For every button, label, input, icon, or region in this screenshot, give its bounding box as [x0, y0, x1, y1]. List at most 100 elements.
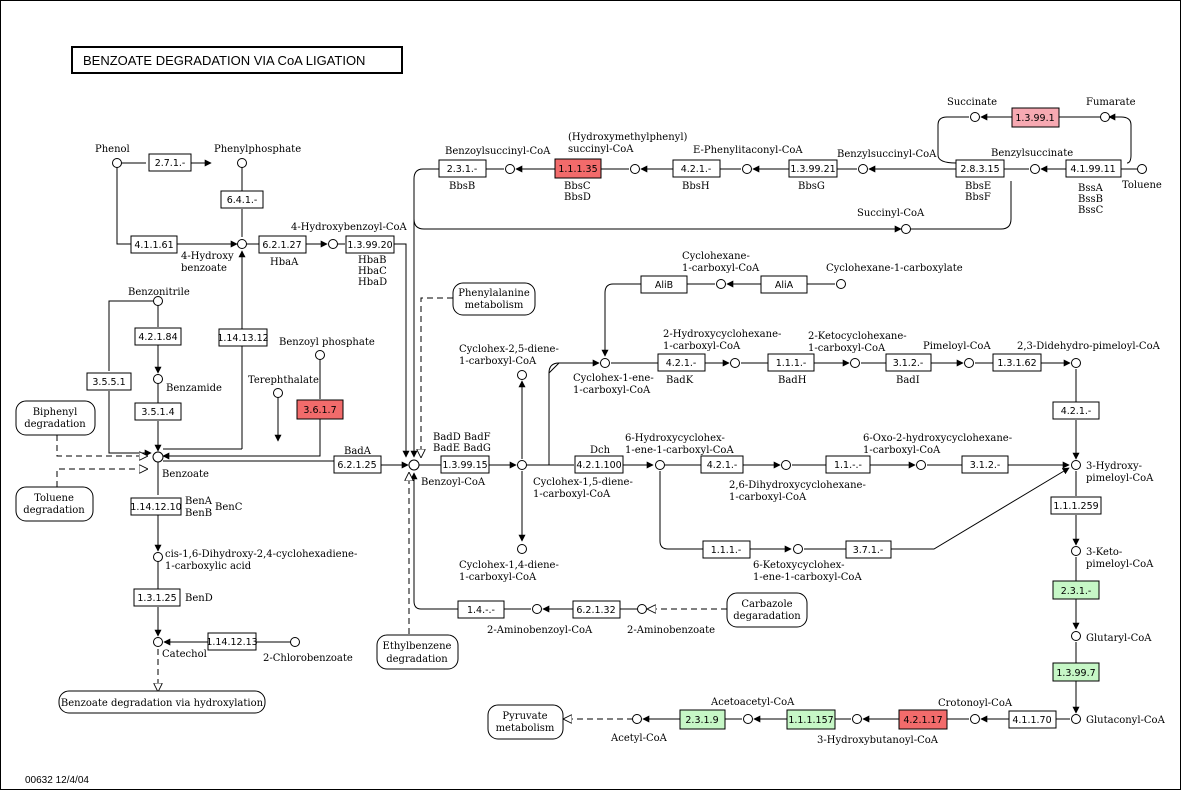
compound-node[interactable]: [532, 604, 542, 614]
compound-node[interactable]: [781, 460, 791, 470]
compound-node[interactable]: [1137, 164, 1147, 174]
compound-node[interactable]: [152, 451, 164, 463]
compound-node[interactable]: [408, 459, 420, 471]
compound-node[interactable]: [632, 714, 642, 724]
compound-node[interactable]: [970, 112, 980, 122]
compound-node[interactable]: [600, 358, 610, 368]
compound-node[interactable]: [153, 296, 163, 306]
enzyme-box[interactable]: 4.2.1.17: [898, 709, 948, 730]
compound-node[interactable]: [742, 164, 752, 174]
enzyme-box[interactable]: 2.7.1.-: [148, 153, 192, 172]
enzyme-box[interactable]: 2.8.3.15: [955, 159, 1005, 178]
enzyme-box[interactable]: 4.2.1.-: [657, 353, 706, 372]
enzyme-box[interactable]: 6.2.1.32: [572, 600, 621, 619]
enzyme-box[interactable]: 1.3.1.25: [133, 588, 181, 607]
compound-node[interactable]: [1071, 358, 1081, 368]
compound-node[interactable]: [858, 164, 868, 174]
compound-node[interactable]: [237, 158, 247, 168]
compound-node[interactable]: [630, 164, 640, 174]
enzyme-box[interactable]: 4.1.1.61: [130, 235, 178, 254]
compound-node[interactable]: [153, 552, 163, 562]
svg-text:metabolism: metabolism: [465, 300, 524, 311]
enzyme-box[interactable]: AliA: [760, 275, 808, 294]
enzyme-box[interactable]: 1.14.13.12: [217, 328, 269, 347]
enzyme-box[interactable]: 2.3.1.-: [1052, 580, 1100, 600]
compound-node[interactable]: [290, 637, 300, 647]
compound-node[interactable]: [328, 239, 338, 249]
enzyme-box[interactable]: 1.14.12.10: [130, 497, 182, 516]
enzyme-box[interactable]: 2.3.1.9: [679, 709, 726, 730]
svg-text:6-Ketoxycyclohex-: 6-Ketoxycyclohex-: [753, 560, 844, 571]
svg-text:1.3.99.21: 1.3.99.21: [790, 164, 835, 175]
enzyme-box[interactable]: 6.2.1.27: [258, 235, 307, 254]
compound-node[interactable]: [730, 358, 740, 368]
enzyme-box[interactable]: 1.1.1.35: [554, 158, 602, 179]
compound-node[interactable]: [517, 370, 527, 380]
enzyme-box[interactable]: 3.5.5.1: [86, 372, 132, 391]
map-link-phenylalanine[interactable]: Phenylalanine metabolism: [452, 282, 536, 316]
map-link-hydroxylation[interactable]: Benzoate degradation via hydroxylation: [58, 690, 266, 714]
enzyme-box[interactable]: 3.7.1.-: [845, 540, 892, 559]
compound-node[interactable]: [836, 279, 846, 289]
compound-node[interactable]: [237, 239, 247, 249]
map-link-biphenyl[interactable]: Biphenyl degradation: [15, 400, 96, 436]
enzyme-box[interactable]: 1.3.99.15: [440, 455, 490, 474]
compound-node[interactable]: [916, 460, 926, 470]
map-link-toluene[interactable]: Toluene degradation: [15, 486, 94, 522]
compound-node[interactable]: [315, 350, 325, 360]
compound-node[interactable]: [637, 604, 647, 614]
compound-node[interactable]: [505, 164, 515, 174]
enzyme-box[interactable]: 1.1.1.259: [1050, 496, 1102, 515]
compound-node[interactable]: [517, 460, 527, 470]
enzyme-box[interactable]: 6.2.1.25: [333, 455, 382, 474]
enzyme-box[interactable]: 1.4.-.-: [457, 600, 505, 619]
enzyme-box[interactable]: 6.4.1.-: [220, 190, 264, 209]
enzyme-box[interactable]: 4.2.1.-: [1052, 401, 1100, 420]
enzyme-box[interactable]: 4.2.1.-: [672, 159, 721, 178]
map-link-pyruvate[interactable]: Pyruvate metabolism: [487, 704, 564, 740]
enzyme-box[interactable]: 1.14.12.13: [206, 632, 258, 651]
enzyme-box[interactable]: 1.1.1.-: [767, 353, 815, 372]
enzyme-box[interactable]: AliB: [640, 275, 688, 294]
compound-node[interactable]: [743, 714, 753, 724]
enzyme-box[interactable]: 1.3.99.21: [788, 159, 838, 178]
enzyme-box[interactable]: 3.1.2.-: [961, 455, 1009, 474]
enzyme-box[interactable]: 4.2.1.-: [700, 455, 744, 474]
enzyme-box[interactable]: 1.3.99.7: [1052, 662, 1100, 682]
enzyme-box[interactable]: 3.6.1.7: [296, 399, 344, 420]
compound-node[interactable]: [517, 544, 527, 554]
compound-node[interactable]: [852, 714, 862, 724]
compound-node[interactable]: [1071, 631, 1081, 641]
compound-node[interactable]: [655, 460, 665, 470]
enzyme-box[interactable]: 4.2.1.100: [574, 455, 624, 474]
compound-node[interactable]: [793, 544, 803, 554]
enzyme-box[interactable]: 4.1.1.70: [1008, 710, 1057, 729]
enzyme-box[interactable]: 1.3.99.1: [1011, 107, 1060, 128]
compound-node[interactable]: [1071, 714, 1081, 724]
enzyme-box[interactable]: 1.1.1.157: [786, 709, 836, 730]
compound-node[interactable]: [153, 374, 163, 384]
enzyme-box[interactable]: 1.1.-.-: [825, 455, 871, 474]
compound-node[interactable]: [273, 388, 283, 398]
enzyme-box[interactable]: 3.1.2.-: [885, 353, 932, 372]
map-link-ethylbenzene[interactable]: Ethylbenzene degradation: [376, 634, 459, 670]
compound-node[interactable]: [1030, 164, 1040, 174]
compound-node[interactable]: [850, 358, 860, 368]
compound-node[interactable]: [901, 224, 911, 234]
compound-node[interactable]: [716, 279, 726, 289]
enzyme-box[interactable]: 2.3.1.-: [438, 159, 487, 178]
compound-node[interactable]: [1100, 112, 1110, 122]
enzyme-box[interactable]: 1.3.99.20: [345, 235, 395, 254]
enzyme-box[interactable]: 4.2.1.84: [134, 327, 182, 346]
compound-node[interactable]: [970, 714, 980, 724]
enzyme-box[interactable]: 1.3.1.62: [992, 353, 1042, 372]
enzyme-box[interactable]: 1.1.1.-: [702, 540, 751, 559]
compound-node[interactable]: [1071, 460, 1081, 470]
compound-node[interactable]: [112, 158, 122, 168]
enzyme-box[interactable]: 3.5.1.4: [134, 402, 182, 421]
compound-node[interactable]: [153, 637, 163, 647]
compound-node[interactable]: [1071, 546, 1081, 556]
map-link-carbazole[interactable]: Carbazole degaradation: [726, 592, 808, 628]
enzyme-box[interactable]: 4.1.99.11: [1065, 159, 1122, 178]
compound-node[interactable]: [964, 358, 974, 368]
